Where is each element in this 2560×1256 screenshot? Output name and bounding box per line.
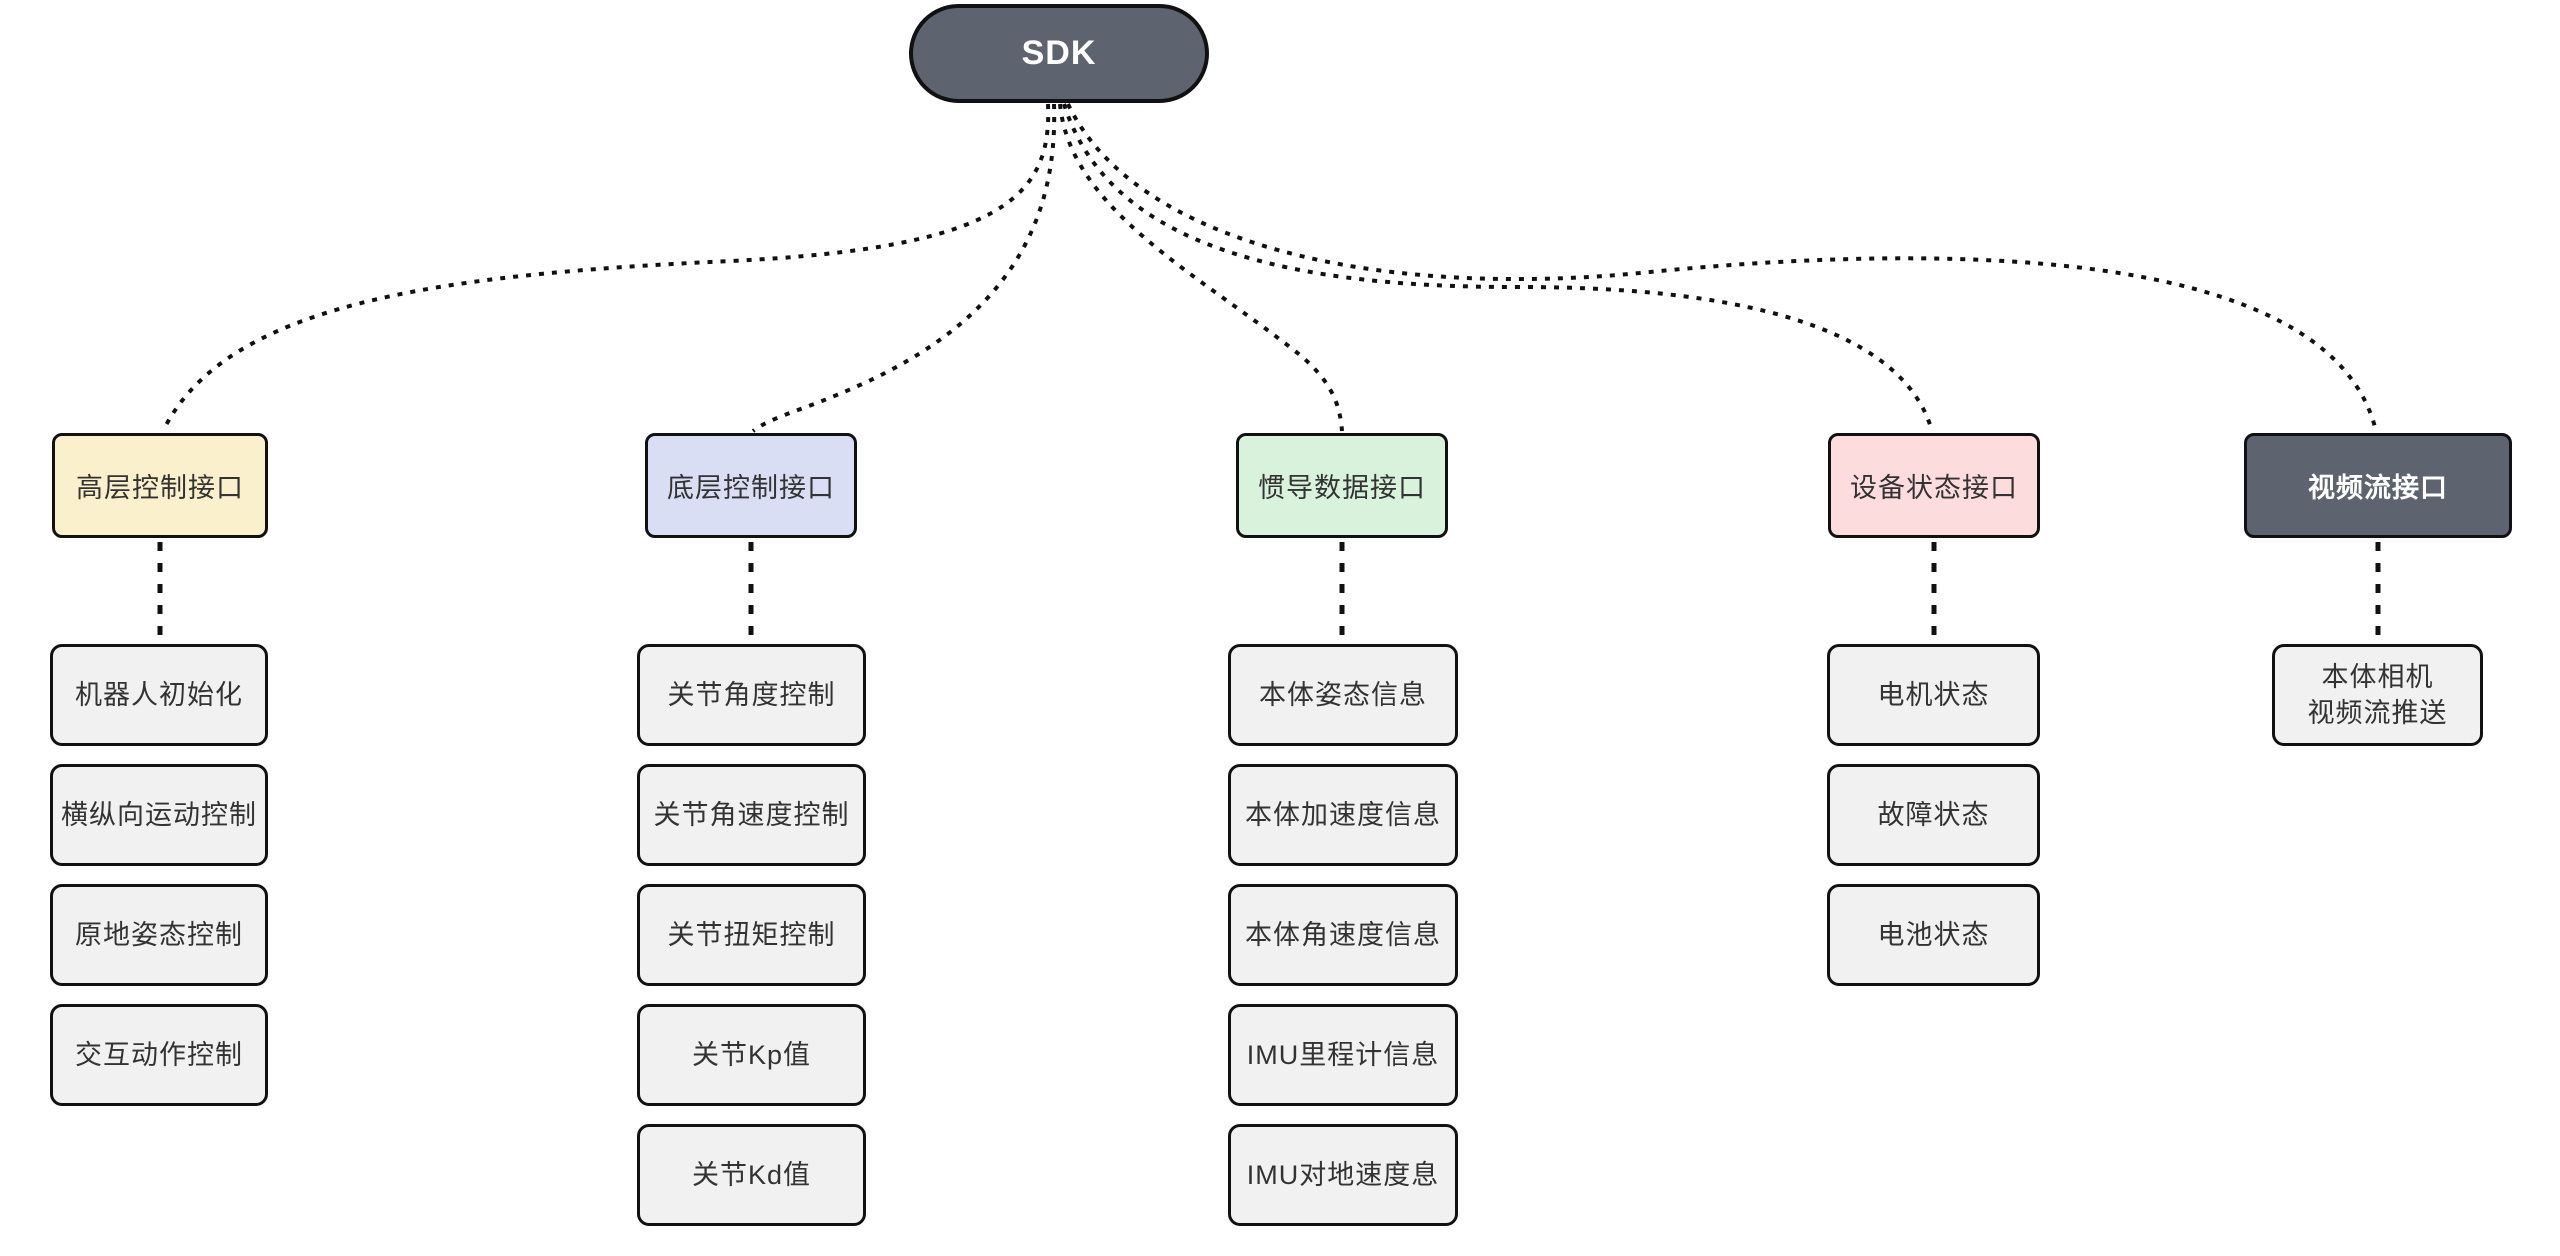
child-imu-ground-speed-info: IMU对地速度息 [1228,1124,1458,1226]
branch-imu-data: 惯导数据接口 [1236,433,1448,538]
edge-sdk-to-low-level [751,103,1057,433]
edge-sdk-to-device-status [1062,103,1934,432]
branch-low-level-control: 底层控制接口 [645,433,857,538]
child-joint-kd: 关节Kd值 [637,1124,866,1226]
child-interactive-action: 交互动作控制 [50,1004,268,1106]
sdk-root-node: SDK [909,4,1209,103]
child-in-place-posture: 原地姿态控制 [50,884,268,986]
edge-sdk-to-imu [1058,103,1344,432]
child-body-posture-info: 本体姿态信息 [1228,644,1458,746]
child-lateral-longitudinal-motion: 横纵向运动控制 [50,764,268,866]
child-joint-torque: 关节扭矩控制 [637,884,866,986]
child-body-angular-velocity-info: 本体角速度信息 [1228,884,1458,986]
child-body-acceleration-info: 本体加速度信息 [1228,764,1458,866]
child-body-camera-video-push: 本体相机 视频流推送 [2272,644,2483,746]
child-motor-status: 电机状态 [1827,644,2040,746]
child-imu-odometry-info: IMU里程计信息 [1228,1004,1458,1106]
child-fault-status: 故障状态 [1827,764,2040,866]
branch-high-level-control: 高层控制接口 [52,433,268,538]
child-joint-angle: 关节角度控制 [637,644,866,746]
edge-sdk-to-video-stream [1066,103,2378,432]
child-joint-kp: 关节Kp值 [637,1004,866,1106]
child-battery-status: 电池状态 [1827,884,2040,986]
edge-sdk-to-high-level [161,103,1051,432]
child-robot-init: 机器人初始化 [50,644,268,746]
branch-video-stream: 视频流接口 [2244,433,2512,538]
child-joint-angular-velocity: 关节角速度控制 [637,764,866,866]
branch-device-status: 设备状态接口 [1828,433,2040,538]
